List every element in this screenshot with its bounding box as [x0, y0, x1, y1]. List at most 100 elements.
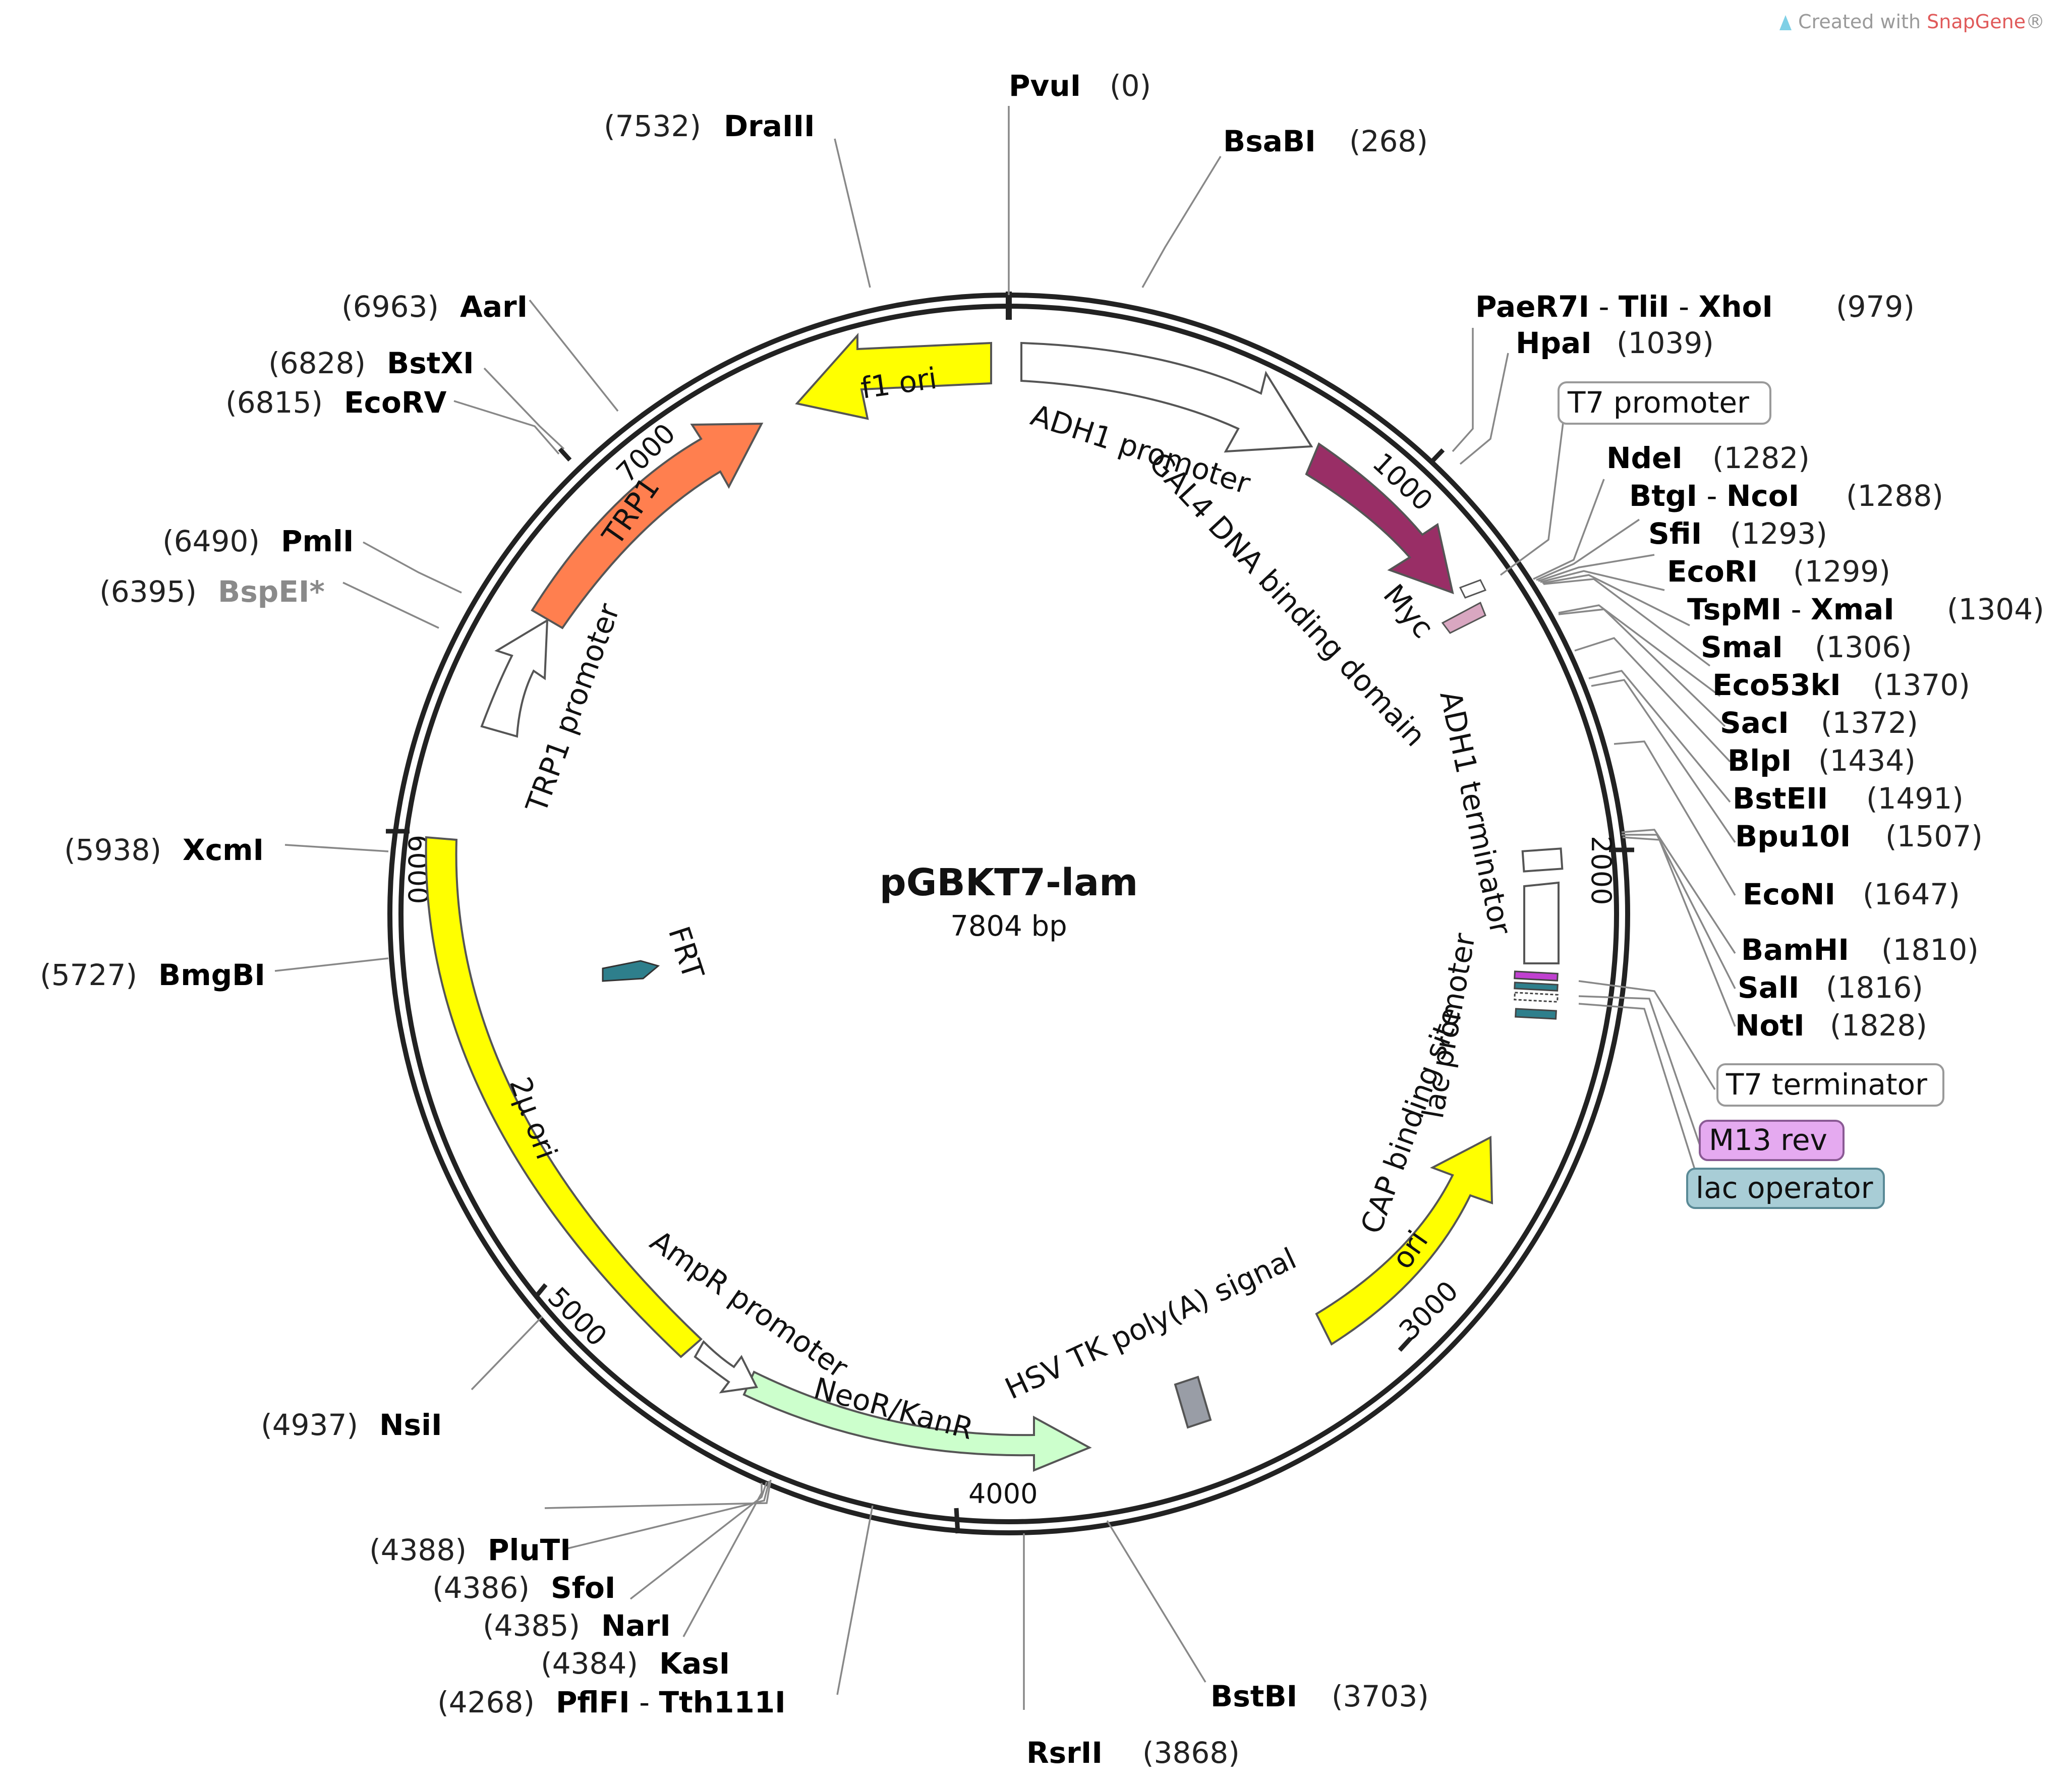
- enzyme-name: BamHI: [1741, 933, 1849, 967]
- enzyme-position: (6395): [99, 574, 197, 609]
- hsv-tk-polya: [1174, 1375, 1212, 1429]
- svg-text:TspMI - XmaI: TspMI - XmaI: [1687, 592, 1894, 626]
- enzyme-paer7i-tlii-xhoi: PaeR7I - TliI - XhoI (979): [1475, 290, 1915, 324]
- enzyme-position: (6815): [225, 385, 323, 420]
- frt-arrow: [602, 960, 660, 982]
- enzyme-name: BstXI: [387, 346, 474, 380]
- enzyme-name: SmaI: [1701, 630, 1783, 664]
- box-text: T7 terminator: [1725, 1067, 1927, 1102]
- enzyme-position: (4937): [261, 1408, 358, 1442]
- m13-rev-element: [1514, 970, 1559, 982]
- enzyme-sali: SalI (1816): [1738, 970, 1923, 1005]
- tick-1000: [1429, 448, 1445, 464]
- leader-lines: [274, 106, 1736, 1710]
- enzyme-sfoi: (4386) SfoI: [432, 1571, 615, 1605]
- enzyme-smai: SmaI (1306): [1701, 630, 1912, 664]
- tick-7000: [558, 447, 572, 462]
- enzyme-bsteii: BstEII (1491): [1733, 781, 1964, 816]
- enzyme-position: (3703): [1332, 1679, 1429, 1713]
- enzyme-name: DraIII: [724, 109, 815, 143]
- feature-label-adh1-terminator: ADH1 terminator: [1433, 688, 1518, 938]
- enzyme-position: (6963): [341, 290, 439, 324]
- enzyme-econi: EcoNI (1647): [1743, 877, 1960, 911]
- enzyme-position: (268): [1349, 124, 1428, 158]
- lac-operator-element-2: [1515, 1008, 1557, 1020]
- boxed-label-m13-rev: M13 rev: [1699, 1120, 1845, 1161]
- adh1-promoter-arrow: [1020, 341, 1313, 453]
- trp1-promoter-arrow: [480, 618, 549, 738]
- enzyme-name: Tth111I: [659, 1685, 786, 1719]
- tick-5000: [534, 1283, 548, 1298]
- enzyme-saci: SacI (1372): [1720, 706, 1918, 740]
- enzyme-position: (0): [1110, 69, 1151, 103]
- svg-text:PaeR7I - TliI - XhoI: PaeR7I - TliI - XhoI: [1475, 290, 1773, 324]
- enzyme-bamhi: BamHI (1810): [1741, 933, 1979, 967]
- enzyme-ndei: NdeI (1282): [1606, 441, 1810, 475]
- enzyme-position: (1304): [1947, 592, 2044, 626]
- enzyme-position: (1282): [1712, 441, 1810, 475]
- ori-arrow: [1315, 1135, 1493, 1346]
- enzyme-name: PaeR7I: [1475, 290, 1589, 324]
- enzyme-position: (4384): [541, 1646, 638, 1681]
- enzyme-tspmi-xmai: TspMI - XmaI (1304): [1687, 592, 2044, 626]
- enzyme-name: XcmI: [183, 833, 264, 867]
- enzyme-name: NarI: [601, 1608, 671, 1643]
- enzyme-name: PluTI: [488, 1533, 571, 1567]
- adh1-terminator-box-2: [1523, 881, 1560, 964]
- svg-text:PflFI - Tth111I: PflFI - Tth111I: [556, 1685, 786, 1719]
- enzyme-labels-left: (7532) DraIII (6963) AarI (6828) BstXI (…: [40, 109, 815, 1719]
- enzyme-position: (4386): [432, 1571, 530, 1605]
- enzyme-position: (1306): [1815, 630, 1912, 664]
- enzyme-pluti: (4388) PluTI: [369, 1533, 571, 1567]
- enzyme-ecorv: (6815) EcoRV: [225, 385, 446, 420]
- enzyme-position: (1039): [1617, 326, 1714, 360]
- boxed-label-lac-operator: lac operator: [1686, 1168, 1885, 1209]
- enzyme-name: SfiI: [1648, 516, 1702, 551]
- enzyme-blpi: BlpI (1434): [1728, 743, 1916, 778]
- enzyme-name: BtgI: [1629, 479, 1697, 513]
- snapgene-credit: Created with SnapGene®: [1779, 11, 2045, 33]
- enzyme-bstbi: BstBI (3703): [1211, 1679, 1429, 1713]
- tick-3000: [1398, 1336, 1413, 1352]
- enzyme-name: BsaBI: [1223, 124, 1316, 158]
- enzyme-name: PflFI: [556, 1685, 630, 1719]
- gal4-dbd-arrow: [1305, 442, 1454, 595]
- svg-text:BtgI - NcoI: BtgI - NcoI: [1629, 479, 1799, 513]
- enzyme-name: Eco53kI: [1712, 668, 1841, 702]
- enzyme-position: (1507): [1885, 819, 1983, 853]
- trp1-arrow: [531, 422, 764, 629]
- two-mu-ori-band: [425, 836, 703, 1358]
- enzyme-position: (1491): [1866, 781, 1964, 816]
- enzyme-position: (1434): [1818, 743, 1916, 778]
- boxed-label-t7-terminator: T7 terminator: [1716, 1063, 1944, 1107]
- enzyme-bpu10i: Bpu10I (1507): [1735, 819, 1983, 853]
- enzyme-position: (1828): [1830, 1008, 1927, 1043]
- enzyme-name: PvuI: [1009, 69, 1081, 103]
- enzyme-position: (1810): [1881, 933, 1979, 967]
- enzyme-name: XhoI: [1699, 290, 1773, 324]
- adh1-terminator-box-1: [1521, 847, 1564, 873]
- enzyme-name: KasI: [659, 1646, 730, 1681]
- enzyme-pflfi-tth111i: (4268) PflFI - Tth111I: [437, 1685, 786, 1719]
- enzyme-position: (5727): [40, 958, 137, 992]
- enzyme-position: (4268): [437, 1685, 535, 1719]
- enzyme-xcmi: (5938) XcmI: [64, 833, 264, 867]
- enzyme-name: TliI: [1619, 290, 1670, 324]
- features: [425, 332, 1564, 1472]
- enzyme-position: (4388): [369, 1533, 467, 1567]
- enzyme-name: HpaI: [1516, 326, 1592, 360]
- enzyme-sfii: SfiI (1293): [1648, 516, 1827, 551]
- f1-ori-arrow: [795, 332, 992, 420]
- box-text: lac operator: [1696, 1171, 1873, 1205]
- enzyme-nari: (4385) NarI: [483, 1608, 671, 1643]
- enzyme-name: RsrII: [1026, 1736, 1103, 1770]
- boxed-label-t7-promoter: T7 promoter: [1558, 381, 1771, 425]
- enzyme-kasi: (4384) KasI: [541, 1646, 730, 1681]
- enzyme-bspei: (6395) BspEI*: [99, 574, 325, 609]
- enzyme-position: (1816): [1826, 970, 1923, 1005]
- enzyme-pvui: PvuI (0): [1009, 69, 1151, 103]
- enzyme-position: (1288): [1846, 479, 1943, 513]
- enzyme-name: NdeI: [1606, 441, 1683, 475]
- enzyme-name: BspEI*: [218, 574, 325, 609]
